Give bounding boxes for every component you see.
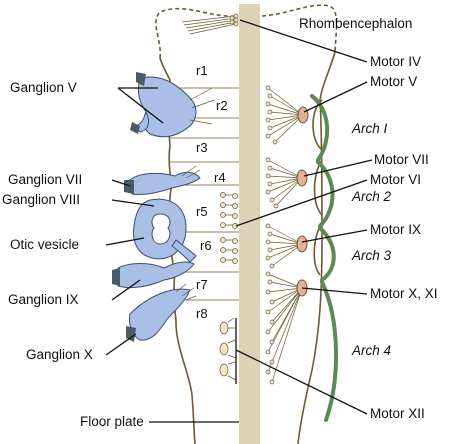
- floor-plate: [239, 4, 260, 444]
- arch-4-outline: [320, 280, 339, 422]
- rhombomere-label: r4: [214, 170, 226, 185]
- rhombomere-label: r7: [196, 277, 208, 292]
- arch-4-label: Arch 4: [351, 343, 391, 358]
- ganglion-v-label: Ganglion V: [10, 80, 77, 95]
- rhombomere-label: r8: [196, 306, 208, 321]
- motor-xii-label: Motor XII: [370, 406, 425, 421]
- motor-vi-and-xii-cells: [219, 192, 238, 384]
- ganglion-vii-label: Ganglion VII: [8, 172, 82, 187]
- rhombomere-label: r2: [216, 98, 228, 113]
- leader-lines: [105, 19, 373, 423]
- motor-vii-label: Motor VII: [374, 152, 429, 167]
- ganglion-ix-label: Ganglion IX: [8, 292, 79, 307]
- rhombencephalon-label: Rhombencephalon: [299, 16, 412, 31]
- motor-v-label: Motor V: [370, 74, 417, 89]
- motor-vi-label: Motor VI: [370, 172, 421, 187]
- motor-ix-label: Motor IX: [370, 222, 421, 237]
- ganglion-ix: [112, 261, 195, 289]
- ganglion-viii-label: Ganglion VIII: [2, 192, 80, 207]
- ganglion-x-label: Ganglion X: [26, 347, 93, 362]
- right-neural-tube-wall: [297, 51, 336, 444]
- arch-2-label: Arch 2: [351, 189, 392, 204]
- ganglion-v: [130, 72, 215, 138]
- motor-iv-nucleus: [181, 13, 239, 35]
- arch-2-outline: [316, 160, 335, 228]
- floor-plate-label: Floor plate: [80, 414, 144, 429]
- rhombencephalon-roof: [155, 4, 338, 59]
- arch-1-outline: [310, 94, 330, 162]
- rhombomere-label: r1: [196, 63, 208, 78]
- rhombomere-label: r5: [196, 204, 208, 219]
- motor-iv-label: Motor IV: [370, 54, 421, 69]
- rhombomere-label: r6: [200, 238, 212, 253]
- otic-vesicle-label: Otic vesicle: [10, 237, 79, 252]
- otic-vesicle-shape: [133, 198, 197, 263]
- rhombomere-labels: r1 r2 r3 r4 r5 r6 r7 r8: [196, 63, 228, 321]
- arch-1-label: Arch I: [351, 121, 388, 136]
- motor-x-xi-label: Motor X, XI: [370, 286, 438, 301]
- text-labels: Rhombencephalon Motor IV Motor V Motor V…: [2, 16, 438, 429]
- right-motor-nuclei: [265, 85, 309, 385]
- ganglion-x: [126, 283, 197, 342]
- arch-3-outline: [318, 226, 336, 282]
- arch-3-label: Arch 3: [351, 248, 392, 263]
- rhombomere-label: r3: [196, 140, 208, 155]
- ganglion-vii: [124, 165, 201, 195]
- pharyngeal-arches: [310, 94, 339, 422]
